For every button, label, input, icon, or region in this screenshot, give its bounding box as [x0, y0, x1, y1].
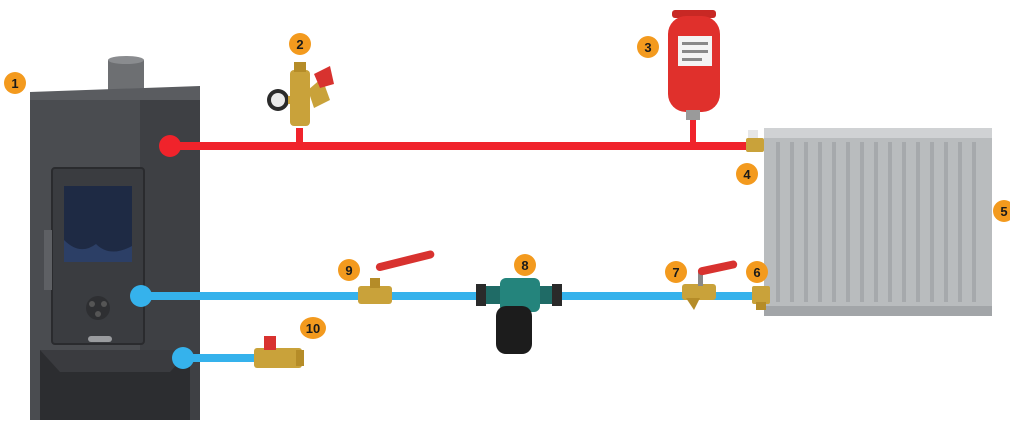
stove-icon — [30, 56, 200, 420]
supply-pipe — [159, 118, 750, 157]
filter-valve-icon — [682, 260, 738, 310]
return-pipe — [130, 285, 761, 369]
label-3: 3 — [637, 36, 659, 58]
label-10: 10 — [300, 317, 326, 339]
radiator-inlet-valve-icon — [746, 130, 764, 152]
label-6: 6 — [746, 261, 768, 283]
label-2: 2 — [289, 33, 311, 55]
circulation-pump-icon — [476, 278, 562, 354]
label-8: 8 — [514, 254, 536, 276]
safety-valve-group-icon — [267, 62, 334, 126]
ball-valve-icon — [358, 250, 435, 304]
label-7: 7 — [665, 261, 687, 283]
drain-valve-icon — [254, 336, 304, 368]
radiator-icon — [764, 128, 992, 316]
expansion-tank-icon — [668, 10, 720, 120]
radiator-outlet-valve-icon — [752, 286, 770, 310]
label-5: 5 — [993, 200, 1010, 222]
label-9: 9 — [338, 259, 360, 281]
label-1: 1 — [4, 72, 26, 94]
label-4: 4 — [736, 163, 758, 185]
